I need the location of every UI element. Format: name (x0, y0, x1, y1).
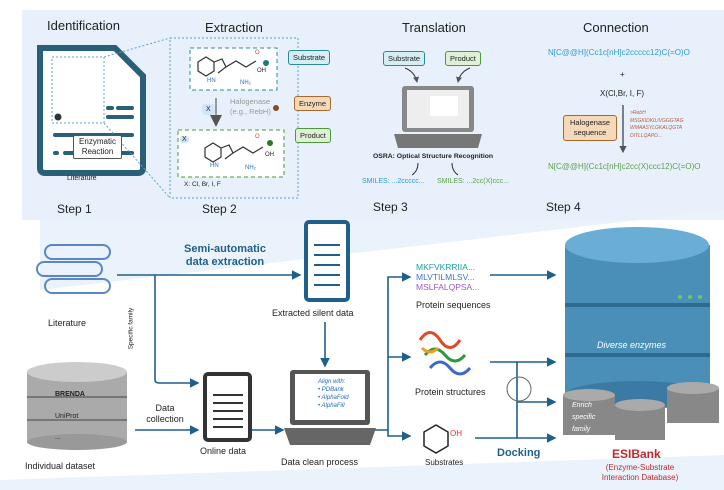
extracted-silent-label: Extracted silent data (272, 308, 354, 318)
align-item: • AlphaFill (318, 403, 345, 409)
seq-line: DITLLQAPD... (630, 132, 662, 139)
step-3-label: Step 3 (373, 200, 408, 214)
seq-line: MSGKIDKILIVGGGTAG (630, 117, 684, 124)
step-2-label: Step 2 (202, 202, 237, 216)
semi-auto-line: data extraction (185, 256, 265, 268)
db-brenda: BRENDA (55, 391, 85, 398)
sequence-item: MLVTILMLSV... (416, 272, 475, 282)
halogen-x-box: X (202, 104, 215, 115)
smiles-substrate: SMILES: ...2ccccc... (362, 178, 425, 185)
align-item-text: PDBank (321, 387, 344, 393)
extracted-data-clipboard-icon (304, 220, 350, 302)
protein-structures-label: Protein structures (415, 387, 486, 397)
substrate-o: O (255, 50, 260, 56)
product-nh2: NH₂ (245, 165, 256, 171)
docking-label: Docking (497, 447, 541, 459)
substrate-tag: Substrate (288, 50, 331, 65)
data-collection-line: collection (146, 414, 184, 424)
individual-dataset-label: Individual dataset (25, 461, 96, 471)
connection-smiles-substrate: N[C@@H](Cc1c[nH]c2ccccc12)C(=O)O (548, 48, 690, 57)
halogenase-sequence-tag: Halogenase sequence (563, 115, 617, 141)
align-with-panel: Align with: • PDBank • AlphaFold • Alpha… (318, 378, 349, 410)
online-data-clipboard-icon (203, 372, 252, 442)
seq-line: >RebH (630, 110, 646, 116)
connection-smiles-product: N[C@@H](Cc1c[nH]c2cc(X)ccc12)C(=O)O (548, 162, 701, 171)
substrate-oh: OH (257, 68, 266, 74)
enrich-family-label: Enrich specific family (572, 400, 595, 436)
small-db-icons (563, 382, 719, 440)
individual-dataset-db-icon (27, 362, 127, 450)
diverse-enzymes-label: Diverse enzymes (597, 340, 667, 350)
product-oh: OH (265, 152, 274, 158)
align-title: Align with: (318, 379, 346, 385)
specific-family-label: Specific family (127, 307, 135, 350)
enrich-line: Enrich (572, 402, 592, 409)
protein-sequences-label: Protein sequences (416, 300, 491, 310)
seq-line: WMAASYLGKALQGTA (630, 125, 683, 131)
align-item: • AlphaFold (318, 395, 349, 401)
db-more: ... (55, 434, 61, 441)
substrate-hn: HN (207, 78, 216, 84)
bottom-band-lower (0, 455, 724, 490)
translation-product-tag: Product (445, 51, 481, 66)
connection-title: Connection (583, 20, 649, 35)
halogen-x-label: X(Cl,Br, I, F) (600, 89, 644, 98)
substrate-nh2: NH₂ (240, 80, 251, 86)
product-o: O (255, 134, 260, 140)
protein-sequence-list: MKFVKRRIIA... MLVTILMLSV... MSLFALQPSA..… (416, 262, 479, 292)
books-icon (36, 244, 111, 294)
enrich-line: specific (572, 414, 596, 421)
sequence-item: MSLFALQPSA... (416, 282, 480, 292)
rebh-example: (e.g., RebH) (230, 107, 271, 116)
bottom-band (40, 210, 724, 290)
halogens-list: X: Cl, Br, I, F (184, 181, 221, 188)
plus-sign: + (620, 70, 625, 79)
product-x-box: X (180, 136, 189, 143)
enrich-line: family (572, 426, 591, 433)
esibank-main-db-icon (565, 227, 710, 409)
product-hn: HN (210, 163, 219, 169)
data-collection-line: Data (155, 403, 175, 413)
product-tag: Product (295, 128, 331, 143)
halogenase-label: Halogenase (230, 97, 271, 106)
translation-title: Translation (402, 20, 466, 35)
substrates-label: Substrates (425, 458, 464, 467)
phenol-oh: OH (450, 429, 462, 438)
esibank-title: ESIBank (612, 447, 661, 461)
translation-substrate-tag: Substrate (383, 51, 426, 66)
data-clean-label: Data clean process (281, 457, 359, 467)
sequence-item: MKFVKRRIIA... (416, 262, 476, 272)
identification-title: Identification (47, 18, 120, 33)
align-item-text: AlphaFold (321, 395, 349, 401)
smiles-product: SMILES: ...2cc(X)ccc... (437, 178, 509, 185)
literature-label: Literature (48, 318, 87, 328)
semi-auto-line: Semi-automatic (184, 243, 266, 255)
step-4-label: Step 4 (546, 200, 581, 214)
protein-structure-icon (418, 331, 472, 376)
rebh-sequence: >RebH MSGKIDKILIVGGGTAG WMAASYLGKALQGTA … (630, 110, 684, 140)
step-1-label: Step 1 (57, 202, 92, 216)
align-item-text: AlphaFill (321, 403, 345, 409)
osra-label: OSRA: Optical Structure Recognition (373, 153, 494, 160)
align-item: • PDBank (318, 387, 344, 393)
literature-doc-label: Literature (67, 175, 97, 182)
enzymatic-reaction-label: Enzymatic Reaction (73, 135, 122, 159)
db-uniprot: UniProt (55, 413, 79, 420)
phenol-icon (423, 424, 449, 454)
extraction-title: Extraction (205, 20, 263, 35)
online-data-label: Online data (200, 446, 247, 456)
esibank-sub-line: Interaction Database) (601, 473, 679, 482)
esibank-sub-line: (Enzyme-Substrate (605, 463, 675, 472)
enzyme-tag: Enzyme (294, 96, 332, 111)
